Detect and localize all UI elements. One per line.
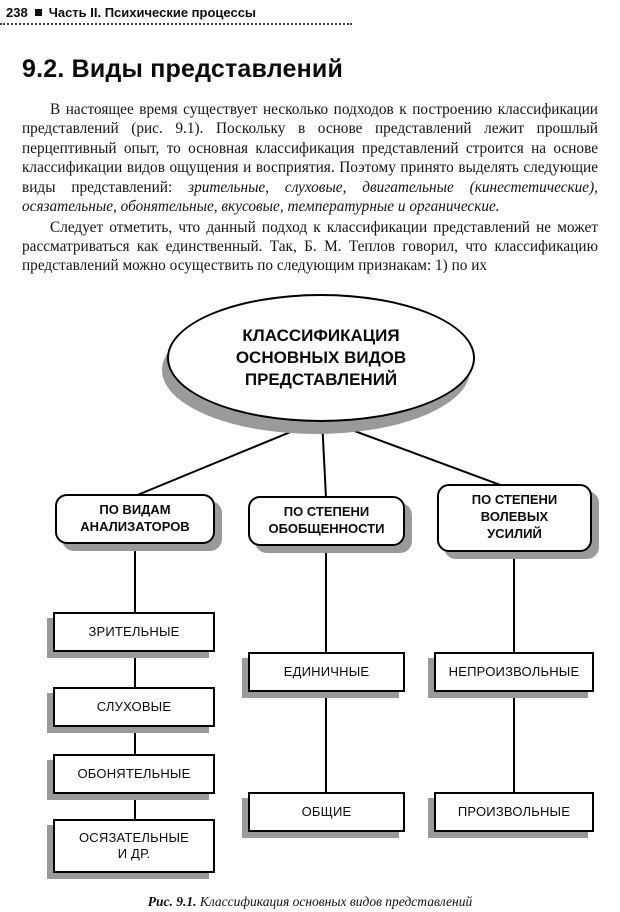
figure-caption-text: Классификация основных видов представлен… [196, 893, 473, 909]
square-bullet-icon [34, 9, 42, 16]
page-header: 238 Часть II. Психические процессы [0, 0, 620, 20]
page-content: 9.2. Виды представлений В настоящее врем… [0, 55, 620, 276]
section-title: 9.2. Виды представлений [22, 55, 344, 83]
leaf-involuntary: НЕПРОИЗВОЛЬНЫЕ [434, 651, 594, 692]
header-dotted-rule [0, 23, 352, 25]
leaf-olfactory: ОБОНЯТЕЛЬНЫЕ [53, 753, 215, 794]
chapter-title: Часть II. Психические процессы [48, 5, 257, 20]
classification-diagram: КЛАССИФИКАЦИЯ ОСНОВНЫХ ВИДОВ ПРЕДСТАВЛЕН… [0, 284, 620, 884]
paragraph-1: В настоящее время существует несколько п… [22, 100, 598, 217]
paragraph-1-italic: зрительные, слуховые, двигательные (кине… [22, 178, 599, 216]
leaf-general: ОБЩИЕ [248, 791, 405, 832]
leaf-voluntary: ПРОИЗВОЛЬНЫЕ [434, 791, 594, 832]
figure-caption-label: Рис. 9.1. [147, 893, 197, 909]
branch-volition: ПО СТЕПЕНИ ВОЛЕВЫХ УСИЛИЙ [437, 483, 592, 552]
leaf-tactile: ОСЯЗАТЕЛЬНЫЕ И ДР. [53, 818, 215, 873]
leaf-visual: ЗРИТЕЛЬНЫЕ [53, 611, 215, 652]
leaf-single: ЕДИНИЧНЫЕ [248, 651, 405, 692]
column1-vertical-line [134, 541, 136, 824]
branch-analyzers: ПО ВИДАМ АНАЛИЗАТОРОВ [55, 493, 215, 544]
page-number: 238 [6, 5, 28, 20]
figure-caption: Рис. 9.1. Классификация основных видов п… [0, 894, 620, 910]
root-node: КЛАССИФИКАЦИЯ ОСНОВНЫХ ВИДОВ ПРЕДСТАВЛЕН… [167, 293, 475, 422]
branch-generality: ПО СТЕПЕНИ ОБОБЩЕННОСТИ [248, 495, 405, 546]
leaf-auditory: СЛУХОВЫЕ [53, 686, 215, 727]
paragraph-1-normal: В настоящее время существует несколько п… [22, 101, 598, 196]
paragraph-2: Следует отметить, что данный подход к кл… [22, 218, 598, 275]
